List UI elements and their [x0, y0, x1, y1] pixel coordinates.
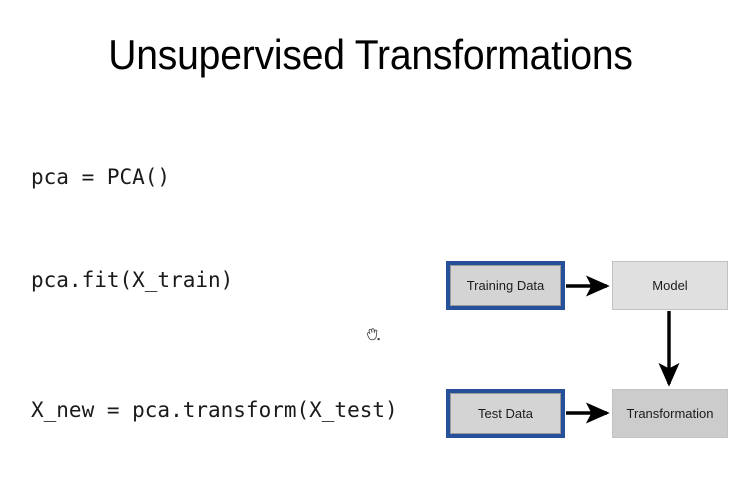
diagram-node-test-data: Test Data [446, 389, 565, 438]
diagram-node-label: Test Data [450, 393, 561, 434]
page-title: Unsupervised Transformations [108, 31, 633, 78]
diagram-node-model: Model [612, 261, 728, 310]
diagram-node-training-data: Training Data [446, 261, 565, 310]
code-line-pca-transform: X_new = pca.transform(X_test) [31, 398, 398, 422]
code-line-pca-fit: pca.fit(X_train) [31, 268, 234, 292]
code-line-pca-init: pca = PCA() [31, 165, 171, 189]
diagram-node-label: Transformation [626, 406, 714, 421]
grab-hand-cursor [366, 328, 380, 341]
diagram-node-label: Model [652, 278, 688, 293]
diagram-node-transformation: Transformation [612, 389, 728, 438]
diagram-node-label: Training Data [450, 265, 561, 306]
